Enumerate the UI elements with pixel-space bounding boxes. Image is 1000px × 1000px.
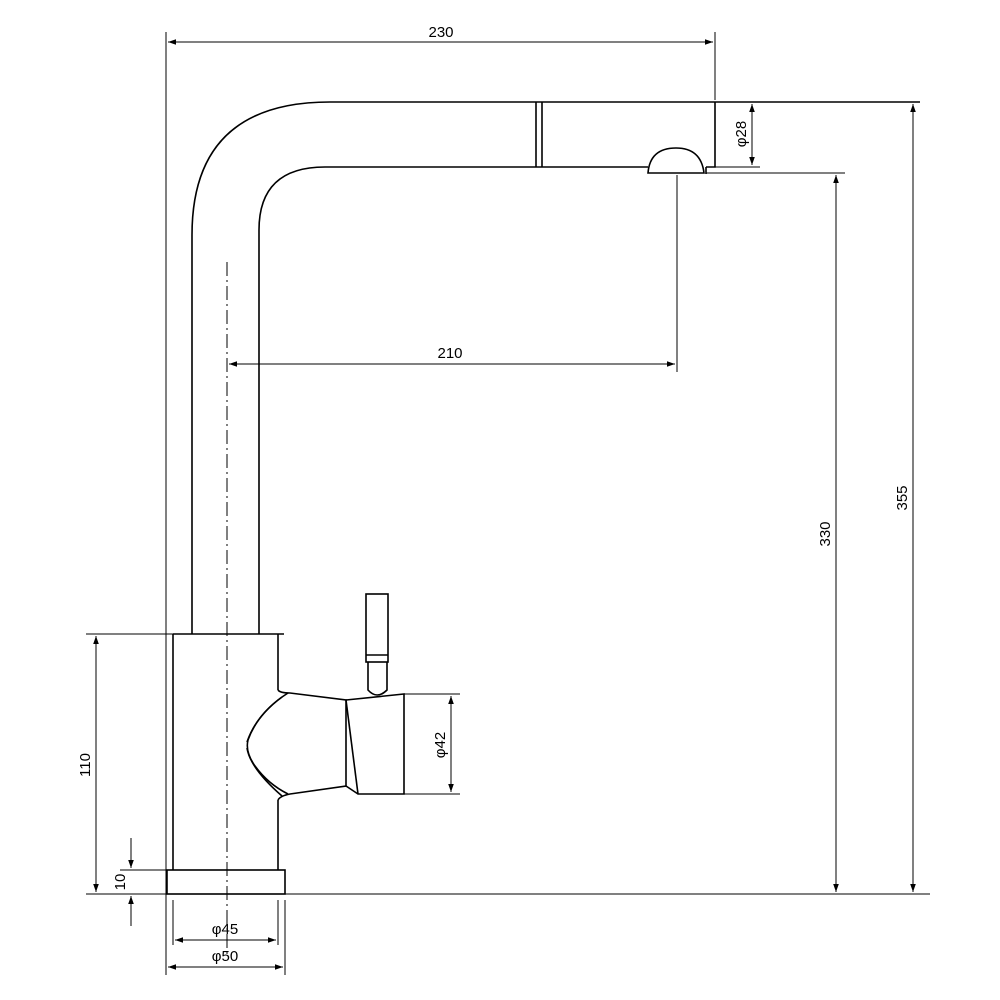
spout-inner-contour — [258, 166, 648, 634]
lever-handle — [365, 593, 389, 663]
dim-body-height: 110 — [77, 753, 94, 777]
dim-base-diameter: φ50 — [212, 948, 238, 965]
aerator — [647, 147, 705, 174]
faucet-outline — [166, 101, 920, 895]
dimensions: 230 210 330 355 110 10 φ28 φ42 φ45 φ50 — [77, 24, 930, 975]
base-ring — [166, 869, 286, 895]
dim-spout-diameter: φ28 — [733, 121, 750, 147]
dim-base-thickness: 10 — [112, 874, 129, 891]
spout-outer-contour — [191, 101, 920, 634]
dim-spout-reach: 210 — [437, 345, 462, 362]
spout-end-cap — [706, 102, 716, 168]
dim-total-reach: 230 — [428, 24, 453, 41]
dim-spout-height: 330 — [817, 521, 834, 546]
lever-knob — [345, 693, 405, 795]
dim-lever-diameter: φ42 — [432, 732, 449, 758]
dim-body-diameter: φ45 — [212, 921, 238, 938]
cartridge-housing — [277, 689, 347, 801]
dim-total-height: 355 — [894, 485, 911, 510]
